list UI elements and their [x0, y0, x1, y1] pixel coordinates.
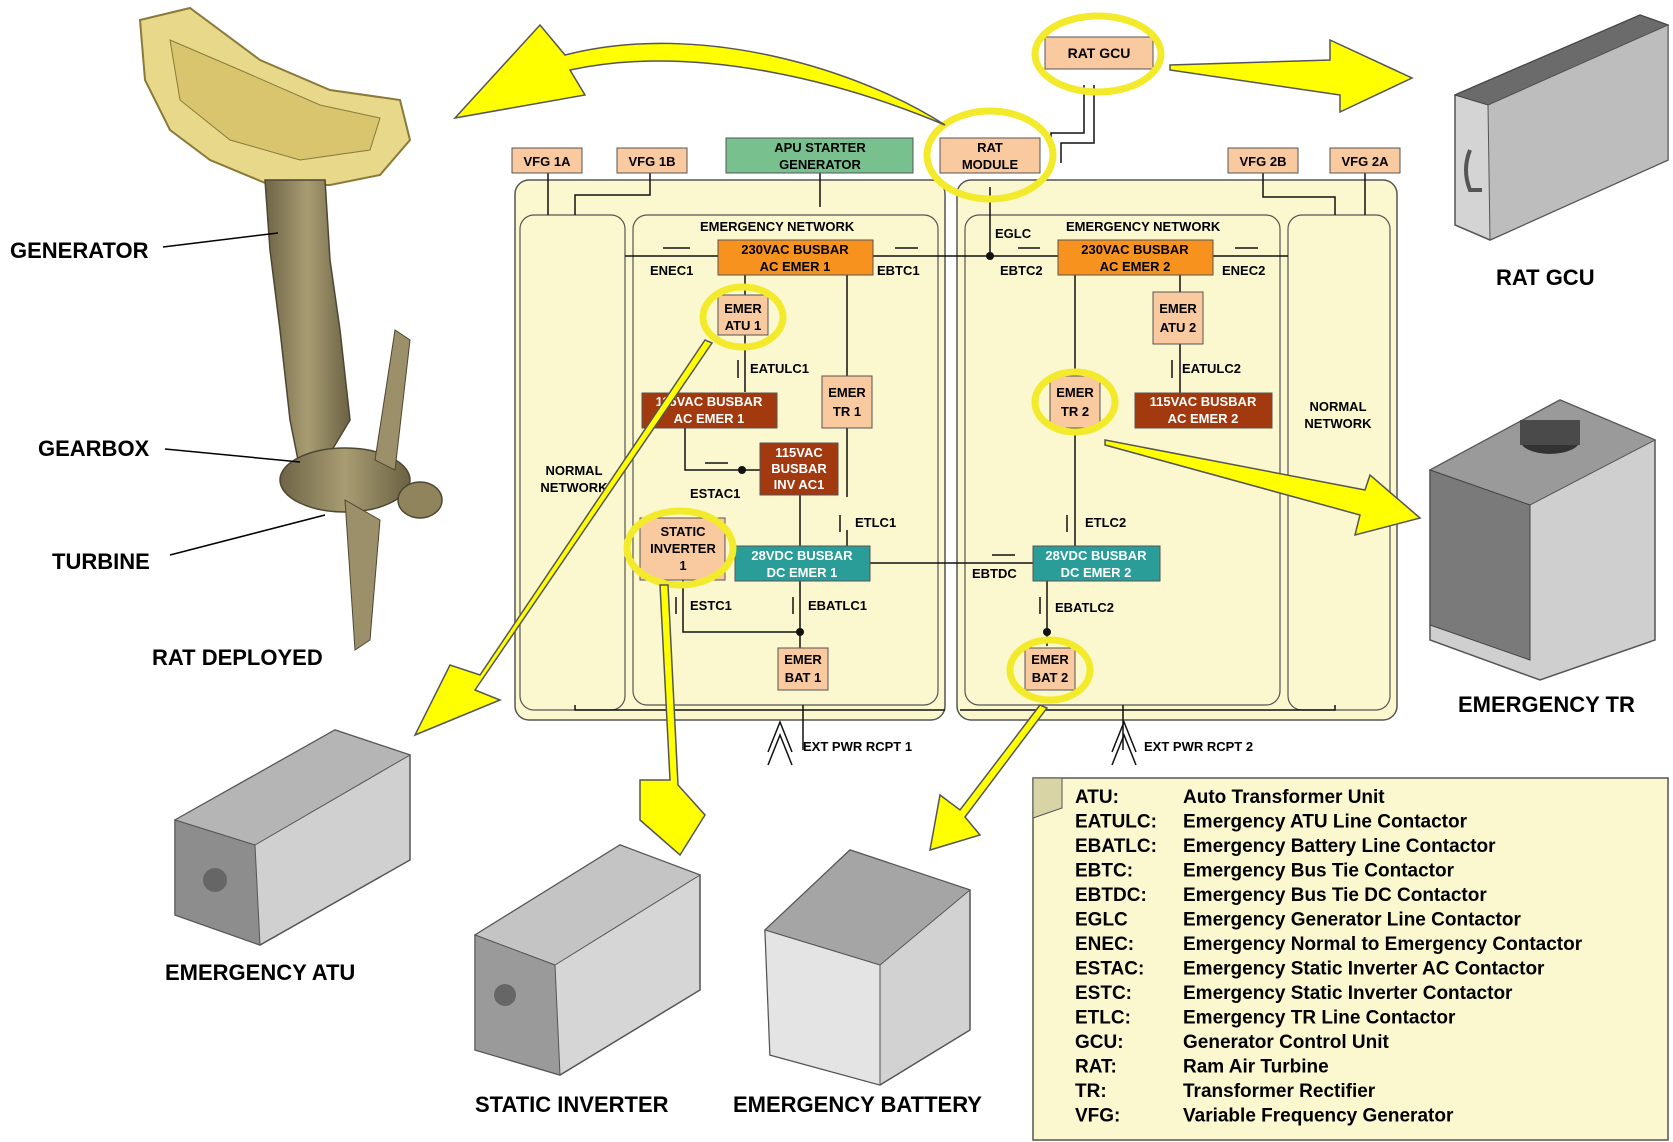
- vfg-2b-box: VFG 2B: [1228, 148, 1298, 173]
- rat-gcu-illustration: [1455, 15, 1668, 240]
- estac1-label: ESTAC1: [690, 486, 740, 501]
- legend-desc: Emergency Static Inverter Contactor: [1183, 983, 1513, 1004]
- static-inverter-illustration: [475, 845, 700, 1075]
- legend-desc: Emergency Bus Tie DC Contactor: [1183, 885, 1487, 906]
- eatulc1-label: EATULC1: [750, 361, 809, 376]
- generator-label: GENERATOR: [10, 238, 149, 263]
- rat-deployed-label: RAT DEPLOYED: [152, 645, 323, 670]
- rat-gcu-box: RAT GCU: [1045, 37, 1153, 69]
- legend-desc: Transformer Rectifier: [1183, 1081, 1376, 1102]
- turbine-label: TURBINE: [52, 549, 150, 574]
- etlc1-label: ETLC1: [855, 515, 896, 530]
- legend-desc: Generator Control Unit: [1183, 1032, 1390, 1053]
- emergency-tr-illustration: [1430, 400, 1655, 680]
- legend-desc: Auto Transformer Unit: [1183, 787, 1385, 808]
- arrow-to-rat-generator: [455, 25, 945, 125]
- vfg-2a-box: VFG 2A: [1330, 148, 1400, 173]
- svg-text:VFG 1A: VFG 1A: [524, 154, 572, 169]
- legend-abbr: ETLC:: [1075, 1008, 1131, 1029]
- etlc2-label: ETLC2: [1085, 515, 1126, 530]
- legend-desc: Emergency Bus Tie Contactor: [1183, 861, 1455, 882]
- enec2-label: ENEC2: [1222, 263, 1265, 278]
- svg-text:VFG 2A: VFG 2A: [1342, 154, 1390, 169]
- arrow-to-emergency-battery: [930, 705, 1047, 850]
- arrow-to-rat-gcu: [1170, 40, 1412, 112]
- legend-abbr: RAT:: [1075, 1057, 1117, 1078]
- svg-text:VFG 2B: VFG 2B: [1240, 154, 1287, 169]
- svg-text:115VACBUSBARINV AC1: 115VACBUSBARINV AC1: [771, 445, 827, 492]
- legend-abbr: ESTC:: [1075, 983, 1132, 1004]
- estc1-label: ESTC1: [690, 598, 732, 613]
- inv-ac1-busbar: 115VACBUSBARINV AC1: [760, 443, 838, 495]
- legend-abbr: GCU:: [1075, 1032, 1124, 1053]
- ext-pwr-2-label: EXT PWR RCPT 2: [1144, 739, 1253, 754]
- legend-abbr: ENEC:: [1075, 934, 1134, 955]
- legend-desc: Emergency Normal to Emergency Contactor: [1183, 934, 1583, 955]
- enec1-label: ENEC1: [650, 263, 693, 278]
- ebtdc-label: EBTDC: [972, 566, 1017, 581]
- emergency-battery-illustration: [765, 850, 970, 1085]
- legend-desc: Variable Frequency Generator: [1183, 1106, 1454, 1127]
- legend-abbr: ATU:: [1075, 787, 1119, 808]
- legend-desc: Emergency Generator Line Contactor: [1183, 910, 1521, 931]
- legend-desc: Emergency Static Inverter AC Contactor: [1183, 959, 1545, 980]
- static-inverter-label: STATIC INVERTER: [475, 1092, 669, 1117]
- emergency-network-1-title: EMERGENCY NETWORK: [700, 219, 855, 234]
- vfg-1a-box: VFG 1A: [512, 148, 582, 173]
- emergency-atu-label: EMERGENCY ATU: [165, 960, 355, 985]
- ext-pwr-1-label: EXT PWR RCPT 1: [803, 739, 912, 754]
- legend-abbr: EGLC: [1075, 910, 1128, 931]
- ebtc2-label: EBTC2: [1000, 263, 1043, 278]
- legend-desc: Ram Air Turbine: [1183, 1057, 1329, 1078]
- ebtc1-label: EBTC1: [877, 263, 920, 278]
- legend-abbr: ESTAC:: [1075, 959, 1144, 980]
- emergency-tr-label: EMERGENCY TR: [1458, 692, 1635, 717]
- legend-abbr: EBATLC:: [1075, 836, 1157, 857]
- svg-text:VFG 1B: VFG 1B: [629, 154, 676, 169]
- legend-abbr: EBTDC:: [1075, 885, 1147, 906]
- eatulc2-label: EATULC2: [1182, 361, 1241, 376]
- legend-desc: Emergency Battery Line Contactor: [1183, 836, 1496, 857]
- vfg-1b-box: VFG 1B: [617, 148, 687, 173]
- legend-desc: Emergency TR Line Contactor: [1183, 1008, 1456, 1029]
- rat-illustration: [140, 8, 442, 650]
- emergency-battery-label: EMERGENCY BATTERY: [733, 1092, 982, 1117]
- schematic-panels: [515, 180, 1397, 720]
- legend-abbr: VFG:: [1075, 1106, 1120, 1127]
- rat-gcu-label: RAT GCU: [1496, 265, 1595, 290]
- legend-abbr: TR:: [1075, 1081, 1107, 1102]
- emergency-network-2-title: EMERGENCY NETWORK: [1066, 219, 1221, 234]
- legend-abbr: EBTC:: [1075, 861, 1133, 882]
- svg-text:RAT GCU: RAT GCU: [1068, 45, 1131, 61]
- legend-abbr: EATULC:: [1075, 812, 1157, 833]
- emergency-atu-illustration: [175, 730, 410, 945]
- eglc-label: EGLC: [995, 226, 1032, 241]
- emer-bat-2-box: EMERBAT 2: [1025, 648, 1075, 690]
- ebatlc1-label: EBATLC1: [808, 598, 867, 613]
- ebatlc2-label: EBATLC2: [1055, 600, 1114, 615]
- legend-desc: Emergency ATU Line Contactor: [1183, 812, 1468, 833]
- apu-starter-generator-box: APU STARTERGENERATOR: [726, 138, 913, 173]
- gearbox-label: GEARBOX: [38, 436, 150, 461]
